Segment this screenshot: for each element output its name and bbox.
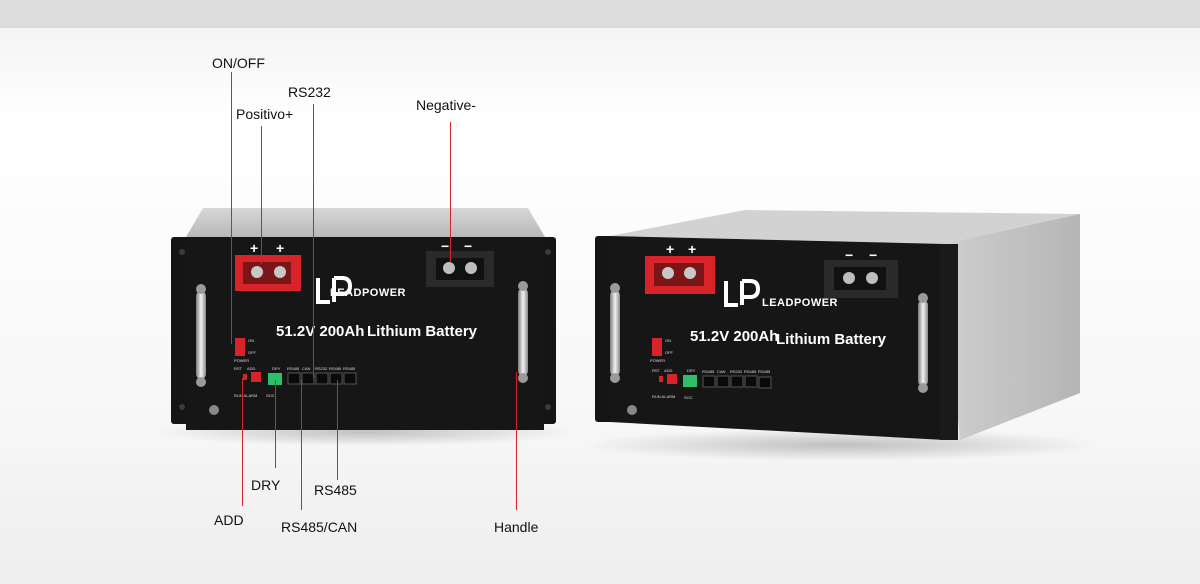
left-handle-right [518,288,528,376]
left-ground-screw [209,405,219,415]
callout-line-add [242,378,243,506]
left-switch-on: ON [248,338,254,343]
left-logo-mark [316,276,353,304]
callout-handle: Handle [494,519,539,535]
left-port-label-1: RS485 [287,366,300,371]
callout-rs232: RS232 [288,84,331,100]
callout-on-off: ON/OFF [212,55,265,71]
callout-positive: Positivo+ [236,106,294,122]
left-pos-sign-1: + [250,240,259,256]
left-switch-off: OFF [248,350,256,355]
left-battery [171,208,556,430]
right-port-label-2: CAN [717,369,726,374]
left-add-label: ADD [247,366,256,371]
right-comm-ports [702,375,772,389]
left-dry-contact [268,373,282,385]
right-battery-shadow [580,429,1100,461]
left-power-switch [235,338,245,356]
right-spec-text: 51.2V 200Ah [690,328,779,345]
left-brand-text: LEADPOWER [330,287,406,299]
right-pos-sign-2: + [688,241,697,257]
callout-negative: Negative- [416,97,476,113]
right-port-label-1: RS485 [702,369,715,374]
right-battery-side [942,214,1080,440]
right-handle-right [918,300,928,386]
right-logo-mark [724,279,761,307]
right-handle-left [610,290,620,376]
left-type-text: Lithium Battery [367,323,478,340]
right-rack-ear [595,236,613,422]
callout-rs485: RS485 [314,482,357,498]
left-add-dip [251,372,261,382]
left-port-label-5: RS485 [343,366,356,371]
right-battery [595,210,1080,440]
right-type-text: Lithium Battery [776,331,887,348]
right-rst-label: RST [652,368,660,373]
right-dry-contact [683,375,697,387]
callout-line-rs485-can [301,380,302,510]
callout-line-rs485 [337,380,338,480]
left-handle-left [196,291,206,379]
right-pos-sign-1: + [666,241,675,257]
right-neg-sign-1: − [845,247,854,263]
right-brand-text: LEADPOWER [762,297,838,309]
right-port-label-5: RS485 [758,369,771,374]
callout-dry: DRY [251,477,281,493]
callout-line-dry [275,380,276,468]
callout-line-handle [516,372,517,510]
left-rst-label: RST [234,366,242,371]
right-port-label-3: RS232 [730,369,743,374]
left-comm-ports [287,372,357,385]
left-neg-sign-2: − [464,238,473,254]
callout-line-negative [450,122,451,262]
right-soc-label: SOC [684,395,693,400]
left-port-label-3: RS232 [315,366,328,371]
left-switch-label: POWER [234,358,250,363]
callout-rs485-can: RS485/CAN [281,519,358,535]
right-battery-top [610,210,1080,244]
callout-line-positive [261,126,262,264]
right-port-label-4: RS485 [744,369,757,374]
top-band [0,0,1200,28]
right-switch-label: POWER [650,358,666,363]
right-switch-on: ON [665,338,671,343]
left-neg-sign-1: − [441,238,450,254]
right-neg-sign-2: − [869,247,878,263]
left-spec-text: 51.2V 200Ah [276,323,365,340]
left-soc-label: SOC [266,393,275,398]
callout-line-on-off [231,72,232,344]
right-power-switch [652,338,662,356]
left-battery-top [186,208,545,237]
left-run-alarm-label: RUN ALARM [234,393,258,398]
left-pos-sign-2: + [276,240,285,256]
right-dry-label: DRY [687,368,696,373]
right-add-dip [667,374,677,384]
right-switch-off: OFF [665,350,673,355]
left-port-label-2: CAN [302,366,311,371]
left-port-label-4: RS485 [329,366,342,371]
right-run-alarm-label: RUN ALARM [652,394,676,399]
right-ground-screw [627,405,637,415]
right-add-label: ADD [664,368,673,373]
callout-add: ADD [214,512,244,528]
callout-line-rs232 [313,104,314,378]
left-dry-label: DRY [272,366,281,371]
